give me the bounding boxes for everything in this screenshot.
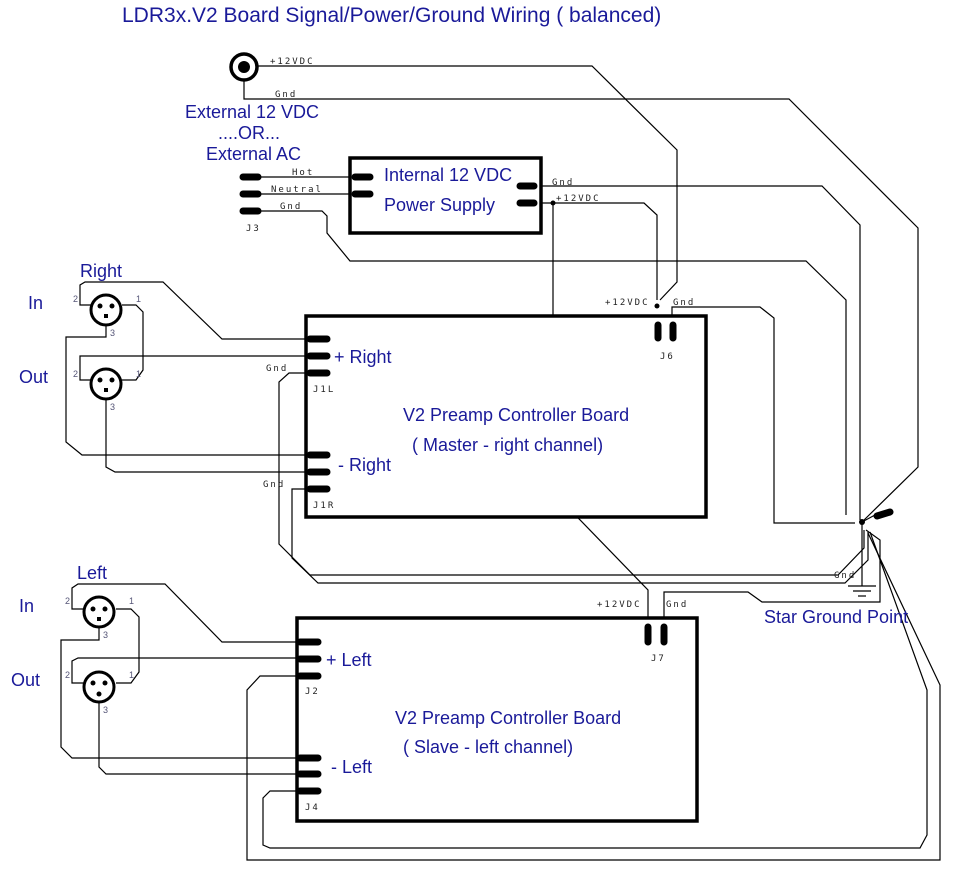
star-ground-label: Star Ground Point: [764, 607, 908, 627]
svg-text:1: 1: [136, 369, 141, 379]
wire-j7-gnd: [663, 529, 881, 624]
wire-j1l-gnd: [278, 372, 865, 576]
xlr-connector-icon: [82, 595, 116, 629]
j3-connector: Hot Neutral Gnd J3: [239, 168, 356, 234]
wire-right-in-pin1: [122, 304, 144, 381]
slave-board: + Left - Left V2 Preamp Controller Board…: [295, 600, 699, 823]
wire-right-out-pin3: [105, 395, 310, 473]
external-power-line3: External AC: [206, 144, 301, 164]
wire-right-out-pin2: [79, 355, 310, 381]
j4-label: J4: [305, 803, 320, 813]
j6-gnd-label: Gnd: [673, 298, 695, 308]
left-out-label: Out: [11, 670, 40, 690]
right-in-label: In: [28, 293, 43, 313]
xlr-right-in: 2 1 3: [73, 293, 141, 338]
wire-left-in-pin2: [71, 583, 300, 643]
svg-text:3: 3: [110, 402, 115, 412]
dc-jack-plus-label: +12VDC: [270, 57, 315, 67]
svg-text:3: 3: [110, 328, 115, 338]
internal-psu: Internal 12 VDC Power Supply Gnd +12VDC: [348, 156, 601, 235]
dc-jack: +12VDC Gnd: [229, 52, 315, 100]
psu-gnd-label: Gnd: [552, 178, 574, 188]
j1r-label: J1R: [313, 501, 335, 511]
j3-hot-label: Hot: [292, 168, 314, 178]
svg-text:3: 3: [103, 630, 108, 640]
wire-psu-12v-j6: [534, 202, 658, 300]
star-ground: Gnd Star Ground Point: [764, 508, 908, 627]
psu-title-line1: Internal 12 VDC: [384, 165, 512, 185]
svg-text:2: 2: [73, 294, 78, 304]
wire-j2-gnd: [246, 532, 941, 861]
xlr-connector-icon: [89, 293, 123, 327]
wire-ext-gnd: [243, 80, 919, 523]
svg-text:2: 2: [65, 670, 70, 680]
xlr-right-out: 2 1 3: [73, 367, 141, 412]
master-board-title: V2 Preamp Controller Board: [403, 405, 629, 425]
j7-gnd-label: Gnd: [666, 600, 688, 610]
wire-j3-gnd: [258, 210, 847, 515]
earth-ground-icon: [848, 585, 876, 597]
external-power-line1: External 12 VDC: [185, 102, 319, 122]
external-power-line2: ....OR...: [218, 123, 280, 143]
j1l-gnd-label: Gnd: [266, 364, 288, 374]
slave-board-title: V2 Preamp Controller Board: [395, 708, 621, 728]
left-in-label: In: [19, 596, 34, 616]
ground-lug-icon: [873, 508, 894, 520]
diagram-title: LDR3x.V2 Board Signal/Power/Ground Wirin…: [122, 4, 661, 27]
xlr-left-out: 2 1 3: [65, 670, 134, 715]
wire-left-in-pin1: [116, 608, 140, 684]
j3-gnd-label: Gnd: [280, 202, 302, 212]
slave-plus-label: + Left: [326, 650, 372, 670]
wire-right-in-pin2: [79, 281, 310, 340]
svg-text:2: 2: [65, 596, 70, 606]
wire-ext-12vdc: [256, 65, 678, 301]
j2-label: J2: [305, 687, 320, 697]
wire-right-in-pin3: [65, 320, 310, 456]
slave-minus-label: - Left: [331, 757, 372, 777]
wires: [60, 65, 941, 861]
wire-left-out-pin2: [71, 657, 300, 684]
j1r-gnd-label: Gnd: [263, 480, 285, 490]
star-gnd-label: Gnd: [834, 571, 856, 581]
wire-left-in-pin3: [60, 623, 300, 759]
psu-title-line2: Power Supply: [384, 195, 495, 215]
xlr-left-in: 2 1 3: [65, 595, 134, 640]
svg-text:3: 3: [103, 705, 108, 715]
wire-j1r-gnd: [291, 488, 869, 584]
right-section-label: Right: [80, 261, 122, 281]
wire-left-out-pin3: [98, 700, 300, 775]
j6-plus-label: +12VDC: [605, 298, 650, 308]
right-out-label: Out: [19, 367, 48, 387]
j6-label: J6: [660, 352, 675, 362]
psu-plus-label: +12VDC: [556, 194, 601, 204]
left-section-label: Left: [77, 563, 107, 583]
dc-jack-gnd-label: Gnd: [275, 90, 297, 100]
xlr-connector-icon: [82, 670, 116, 704]
svg-text:2: 2: [73, 369, 78, 379]
j3-neutral-label: Neutral: [271, 185, 323, 195]
master-board: + Right - Right V2 Preamp Controller Boa…: [263, 298, 708, 519]
master-board-subtitle: ( Master - right channel): [412, 435, 603, 455]
wire-j4-gnd: [262, 531, 928, 849]
j7-label: J7: [651, 654, 666, 664]
master-plus-label: + Right: [334, 347, 392, 367]
svg-text:1: 1: [129, 670, 134, 680]
xlr-connector-icon: [89, 367, 123, 401]
j3-label: J3: [246, 224, 261, 234]
wire-j6-gnd: [671, 306, 855, 524]
j1l-label: J1L: [313, 385, 335, 395]
wire-psu-gnd: [534, 185, 861, 520]
svg-text:1: 1: [129, 596, 134, 606]
j7-plus-label: +12VDC: [597, 600, 642, 610]
master-minus-label: - Right: [338, 455, 391, 475]
slave-board-subtitle: ( Slave - left channel): [403, 737, 573, 757]
svg-text:1: 1: [136, 294, 141, 304]
star-ground-node: [859, 519, 865, 525]
